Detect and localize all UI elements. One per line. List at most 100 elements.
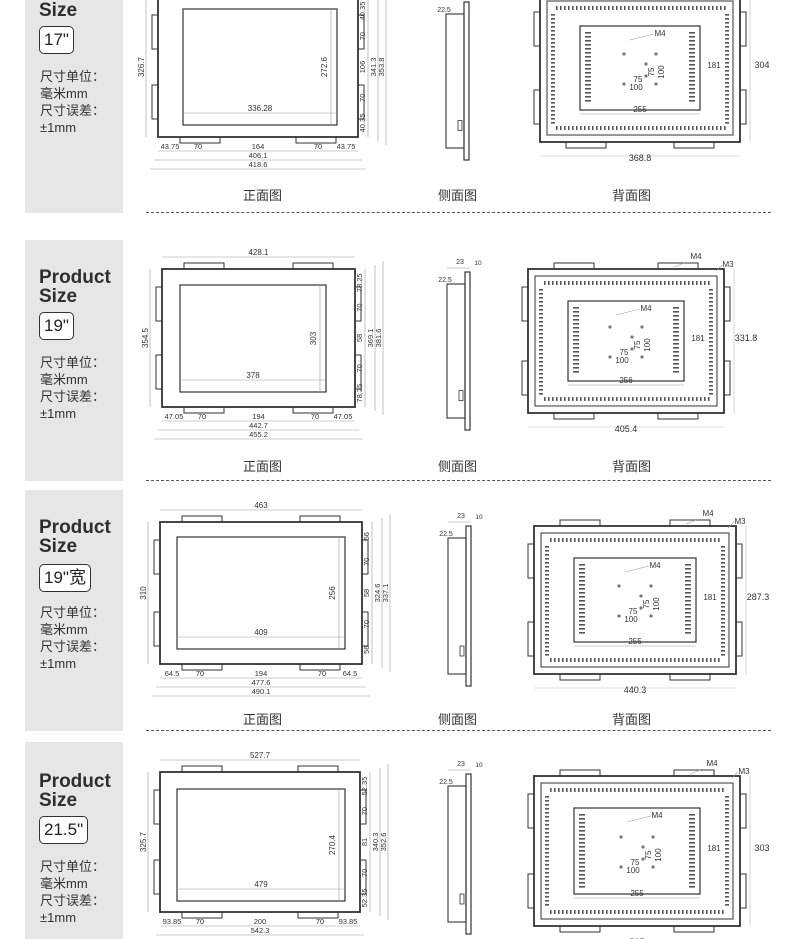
vent-slot [592, 6, 594, 10]
vent-slot [579, 604, 585, 606]
vent-slot [598, 788, 600, 792]
vent-slot [579, 624, 585, 626]
right-outer-dimension: 381.6 [374, 329, 383, 348]
vent-slot [598, 910, 600, 914]
mounting-tab [673, 925, 715, 933]
right-segment-dimension: 52.35 [360, 889, 369, 908]
mounting-tab [533, 11, 541, 47]
vent-slot [618, 658, 620, 662]
vent-slot [640, 6, 642, 10]
vent-slot [551, 46, 555, 48]
vent-slot [721, 650, 725, 652]
vent-slot [551, 54, 555, 56]
vent-slot [584, 126, 586, 130]
side-bezel [463, 1, 470, 161]
vent-slot [698, 658, 700, 662]
vent-slot [545, 614, 549, 616]
front-left-dimension: 325.7 [139, 831, 148, 852]
vent-slot [604, 126, 606, 130]
vent-slot [612, 126, 614, 130]
bottom-segment-dimension: 64.5 [165, 669, 180, 678]
bottom-segment-dimension: 164 [252, 142, 265, 151]
vent-slot [539, 329, 543, 331]
vent-slot [662, 910, 664, 914]
vent-slot [712, 126, 714, 130]
vent-slot [648, 397, 650, 401]
vent-slot [684, 281, 686, 285]
mounting-tab [527, 793, 535, 829]
vent-slot [725, 22, 729, 24]
vent-slot [545, 646, 549, 648]
vent-slot [725, 74, 729, 76]
vent-slot [714, 658, 716, 662]
vent-slot [596, 397, 598, 401]
vent-slot [570, 910, 572, 914]
vent-slot [539, 305, 543, 307]
vent-slot [551, 74, 555, 76]
vent-slot [545, 872, 549, 874]
vent-slot [725, 102, 729, 104]
vent-slot [725, 812, 729, 814]
vent-slot [585, 76, 591, 78]
vent-slot [610, 538, 612, 542]
vent-slot [709, 313, 713, 315]
vesa-hole [651, 835, 655, 839]
vent-slot [579, 822, 585, 824]
vent-slot [576, 281, 578, 285]
vent-slot [634, 788, 636, 792]
side-depth-dimension: 23 [456, 259, 464, 266]
vent-slot [725, 860, 729, 862]
bottom-mid-dimension: 406.1 [249, 151, 268, 160]
vent-slot [545, 848, 549, 850]
vent-slot [566, 538, 568, 542]
vent-slot [668, 281, 670, 285]
vent-slot [579, 576, 585, 578]
vent-slot [656, 6, 658, 10]
mounting-tab [299, 515, 341, 523]
vent-slot [628, 126, 630, 130]
vent-slot [579, 862, 585, 864]
unit-value: 毫米mm [40, 86, 88, 101]
vent-slot [579, 580, 585, 582]
vent-slot [545, 816, 549, 818]
vent-slot [573, 307, 579, 309]
vent-slot [725, 118, 729, 120]
vent-slot [573, 335, 579, 337]
right-mid-dimension: 340.3 [371, 833, 380, 852]
vent-slot [551, 106, 555, 108]
vent-slot [673, 311, 679, 313]
vent-slot [588, 6, 590, 10]
vent-slot [579, 866, 585, 868]
mounting-tab [723, 360, 731, 396]
vent-slot [670, 910, 672, 914]
vent-slot [544, 397, 546, 401]
vent-slot [608, 126, 610, 130]
vent-slot [636, 6, 638, 10]
right-segment-dimension: 81 [360, 838, 369, 846]
right-segment-dimension: 78.25 [355, 273, 364, 292]
vent-slot [642, 910, 644, 914]
vent-slot [678, 538, 680, 542]
vent-slot [725, 30, 729, 32]
vent-slot [545, 864, 549, 866]
plate-width-dimension: 255 [633, 105, 647, 114]
vent-slot [590, 538, 592, 542]
back-total-height-dimension: 304 [754, 60, 769, 70]
mounting-tab [521, 360, 529, 396]
vent-slot [554, 910, 556, 914]
vent-slot [664, 281, 666, 285]
leader-line [629, 33, 655, 41]
vent-slot [680, 397, 682, 401]
vent-slot [624, 281, 626, 285]
vent-slot [638, 658, 640, 662]
vent-slot [685, 628, 691, 630]
vent-slot [721, 614, 725, 616]
vent-slot [689, 96, 695, 98]
vent-slot [545, 796, 549, 798]
vent-slot [545, 820, 549, 822]
vent-slot [585, 84, 591, 86]
vent-slot [636, 397, 638, 401]
vent-slot [550, 788, 552, 792]
